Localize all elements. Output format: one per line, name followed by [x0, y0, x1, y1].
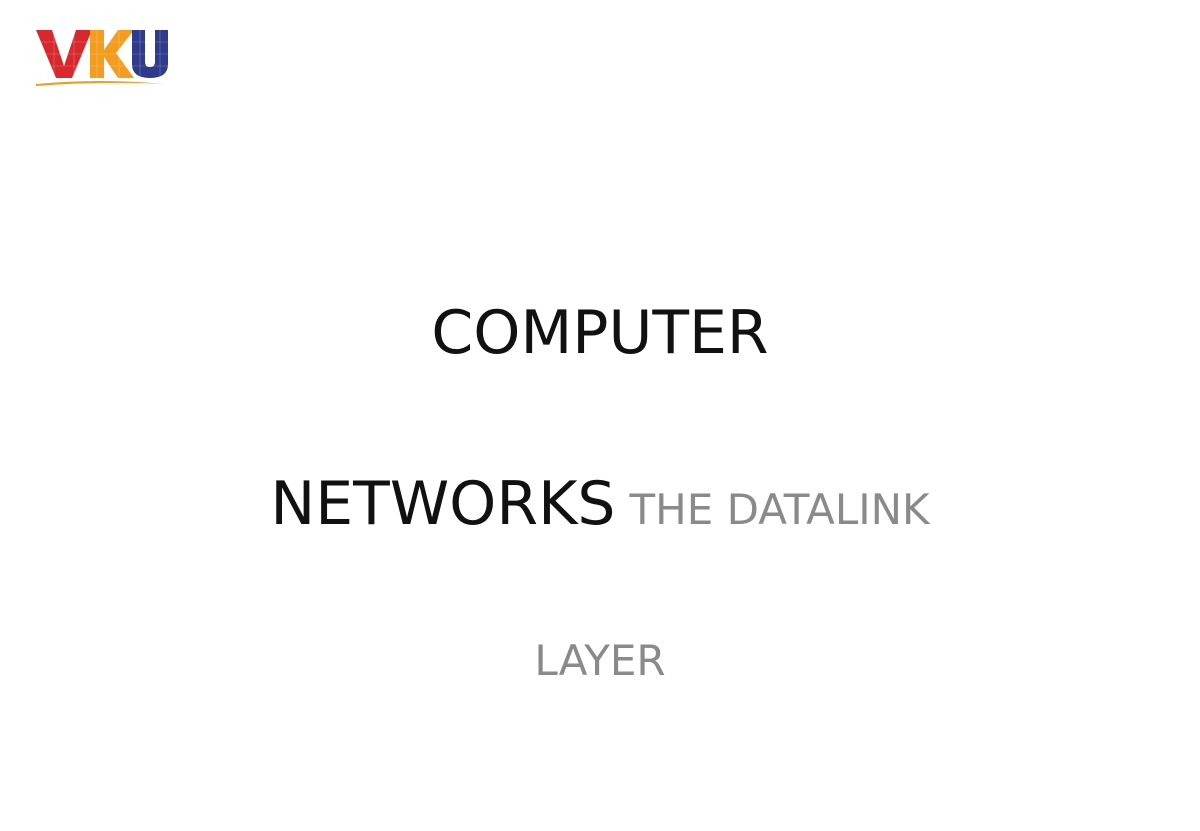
logo-letter-v [36, 30, 92, 78]
title-networks: NETWORKS [270, 469, 616, 539]
logo-letter-k [90, 30, 134, 78]
vku-logo [34, 22, 168, 90]
title-the-datalink: THE DATALINK [629, 485, 930, 534]
title-line-2: NETWORKS THE DATALINK [0, 469, 1200, 539]
title-layer: LAYER [534, 636, 666, 685]
logo-swoosh [36, 81, 164, 86]
title-line-3: LAYER [0, 636, 1200, 685]
title-computer: COMPUTER [431, 298, 769, 368]
title-line-1: COMPUTER [0, 298, 1200, 368]
vku-logo-graphic [34, 30, 168, 86]
logo-texture [34, 30, 168, 78]
logo-letter-u [132, 30, 168, 78]
